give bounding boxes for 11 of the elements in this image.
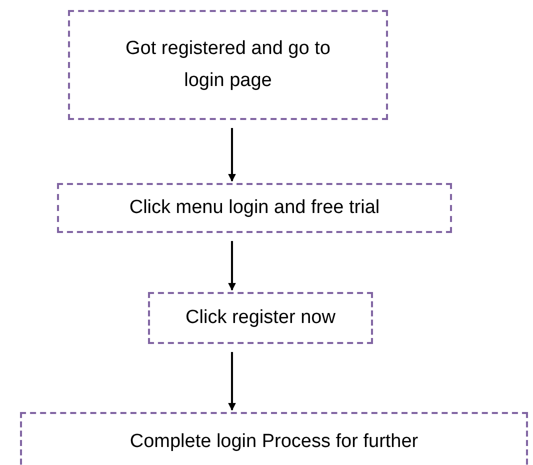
process-box xyxy=(57,183,452,233)
arrow xyxy=(228,128,236,182)
arrow xyxy=(228,241,236,291)
arrow xyxy=(228,352,236,411)
process-box xyxy=(148,292,373,344)
step-text: Click register now xyxy=(186,306,336,330)
step-text: Click menu login and free trial xyxy=(129,196,380,220)
process-box xyxy=(68,10,388,120)
process-box xyxy=(20,412,528,465)
step-text: Got registered and go to login page xyxy=(124,37,332,93)
step-text: Complete login Process for further xyxy=(130,430,418,454)
